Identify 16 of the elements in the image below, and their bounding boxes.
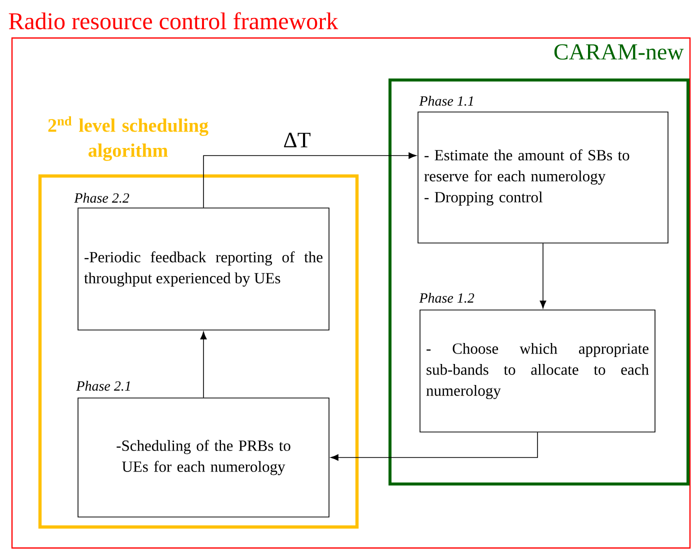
phase-box: - Choose which appropriate sub-bands to allocate to each numerology (420, 310, 656, 432)
edge-label: ΔT (282, 132, 312, 148)
phase-box: -Scheduling of the PRBs to UEs for each numerology (78, 398, 330, 518)
arrow (200, 332, 207, 398)
phase-box: - Estimate the amount of SBs to reserve for each numerology - Dropping control (418, 112, 668, 244)
arrow (330, 432, 538, 461)
phase-box: -Periodic feedback reporting of the throughput experienced by UEs (78, 208, 330, 330)
group-title: 2$^{nd}$ level scheduling algorithm (48, 116, 208, 161)
arrow (203, 152, 416, 208)
phase-label: Phase 1.1 (419, 96, 473, 106)
phase-label: Phase 2.1 (76, 380, 130, 391)
group-title: CARAM-new (554, 44, 684, 60)
phase-label: Phase 1.2 (419, 292, 474, 303)
phase-label: Phase 2.2 (74, 192, 130, 203)
group-title: Radio resource control framework (8, 12, 338, 30)
arrow (540, 243, 546, 308)
